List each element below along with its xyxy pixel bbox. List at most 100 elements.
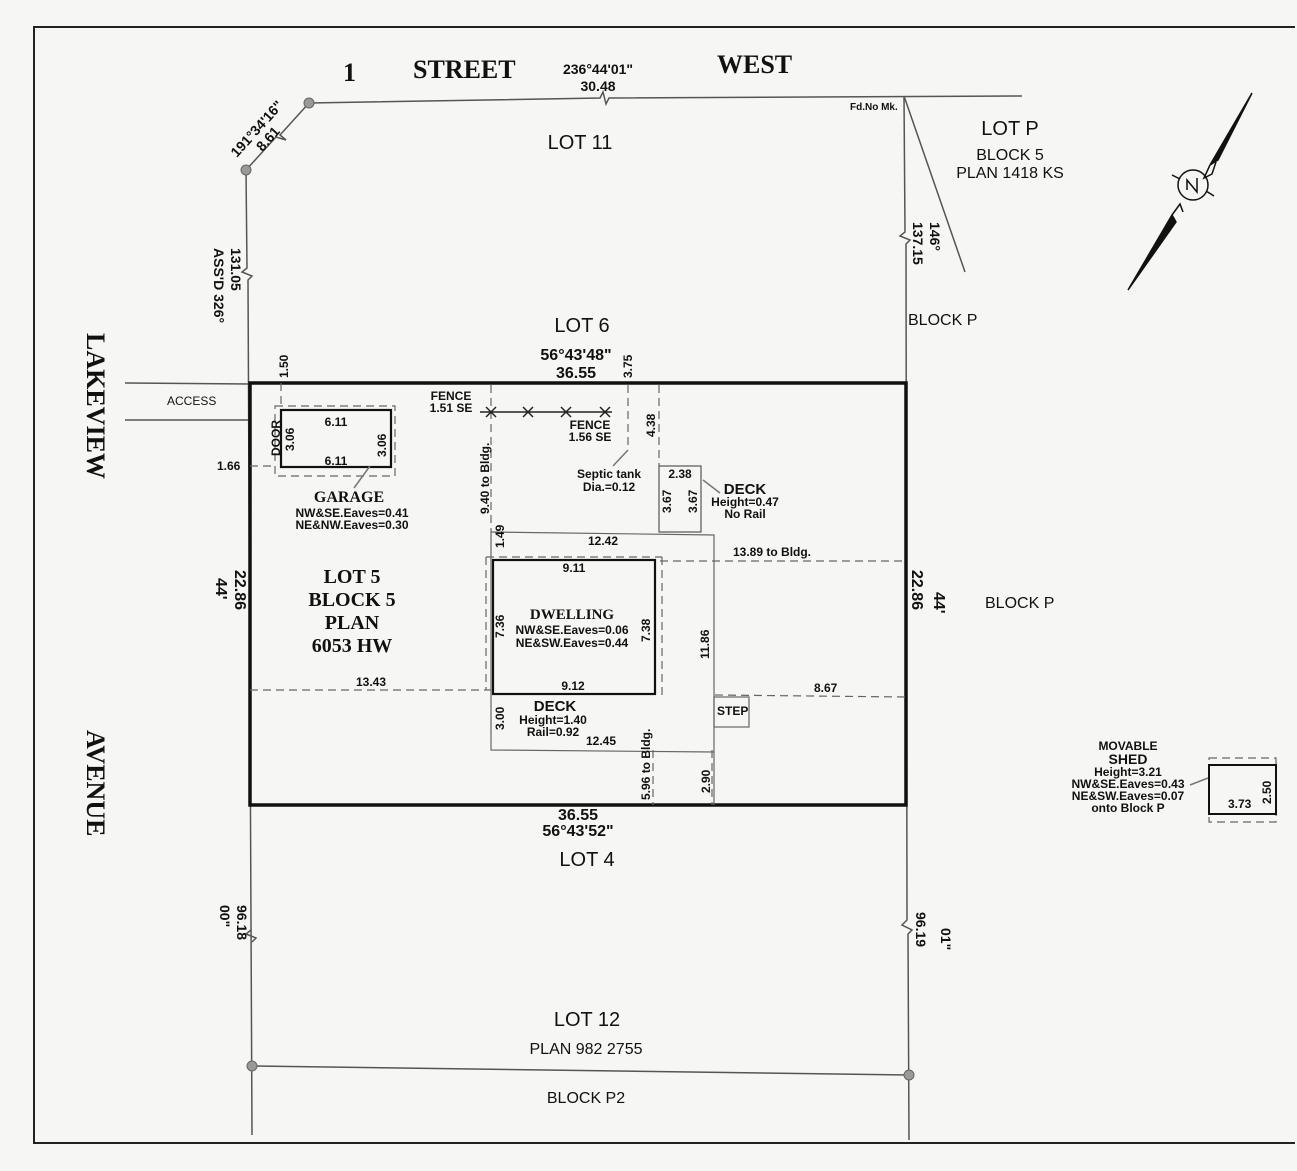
deck-main-width: 12.45 xyxy=(586,734,617,748)
lot-top-bearing: 56°43'48" xyxy=(540,347,612,364)
street-name: STREET xyxy=(413,55,516,84)
shed-height: Height=3.21 xyxy=(1094,765,1162,779)
deck-small-label: DECK xyxy=(723,481,767,498)
shed-eaves-1: NW&SE.Eaves=0.43 xyxy=(1071,777,1185,791)
lot-p-block: BLOCK 5 xyxy=(976,147,1044,164)
dwelling-setback-bottom-2: 2.90 xyxy=(699,769,713,793)
shed-line-1: MOVABLE xyxy=(1098,739,1158,753)
right-lower-note: 01" xyxy=(938,928,954,951)
fence-2-label: FENCE xyxy=(569,418,611,432)
septic-setback: 3.75 xyxy=(621,354,635,378)
dwelling-outer-top: 12.42 xyxy=(587,534,619,548)
dwelling-top-dim: 9.11 xyxy=(562,561,586,575)
lot-p-label: LOT P BLOCK 5 PLAN 1418 KS xyxy=(940,118,1080,184)
dwelling-eaves-2: NE&SW.Eaves=0.44 xyxy=(515,636,629,650)
garage-top-dim: 6.11 xyxy=(324,415,348,429)
shed-eaves-2: NE&SW.Eaves=0.07 xyxy=(1071,789,1185,803)
lot-p-title: LOT P xyxy=(981,118,1039,140)
dwelling-label: DWELLING xyxy=(529,607,615,623)
lot-right-feet: 44' xyxy=(930,592,947,614)
garage-setback-left: 1.66 xyxy=(217,459,241,473)
deck-small-height: Height=0.47 xyxy=(711,495,779,509)
found-marker-note: Fd.No Mk. xyxy=(850,102,898,113)
shed-depth: 2.50 xyxy=(1260,780,1274,804)
deck-small-setback: 4.38 xyxy=(644,413,658,437)
step-setback: 8.67 xyxy=(814,681,838,695)
lot-left-distance: 22.86 xyxy=(231,570,248,611)
lot-top-distance: 36.55 xyxy=(555,365,597,382)
right-upper-note: 146° xyxy=(927,222,943,251)
deck-main-height: Height=1.40 xyxy=(519,713,587,727)
street-distance: 30.48 xyxy=(580,78,616,94)
shed-label: MOVABLE SHED Height=3.21 NW&SE.Eaves=0.4… xyxy=(1062,740,1194,814)
north-arrow-icon xyxy=(1127,92,1253,291)
septic-diameter: Dia.=0.12 xyxy=(582,480,636,494)
lot-p-plan: PLAN 1418 KS xyxy=(956,165,1064,183)
avenue-name-upper: LAKEVIEW xyxy=(81,333,110,479)
dwelling-setback-left: 13.43 xyxy=(356,675,387,689)
dwelling-setback-right: 13.89 to Bldg. xyxy=(733,545,812,559)
garage-setback-top: 1.50 xyxy=(277,354,291,378)
avenue-name-lower: AVENUE xyxy=(81,730,110,837)
street-bearing: 236°44'01" xyxy=(562,61,634,77)
lot-left-feet: 44' xyxy=(212,578,229,600)
subject-lot-label: LOT 5 BLOCK 5 PLAN 6053 HW xyxy=(296,566,408,658)
access-label: ACCESS xyxy=(167,394,217,408)
deck-small-left: 3.67 xyxy=(660,489,674,513)
garage-door-label: DOOR xyxy=(269,420,283,456)
dwelling-setback-bottom: 5.96 to Bldg. xyxy=(639,728,653,800)
right-upper-distance: 137.15 xyxy=(910,222,926,265)
block-p2-label: BLOCK P2 xyxy=(546,1090,626,1107)
lot-right-distance: 22.86 xyxy=(908,570,925,611)
garage-bottom-dim: 6.11 xyxy=(324,454,348,468)
lot-bottom-bearing: 56°43'52" xyxy=(542,823,614,840)
shed-width: 3.73 xyxy=(1228,797,1252,811)
fence-1-label: FENCE xyxy=(430,389,472,403)
deck-small-right: 3.67 xyxy=(686,489,700,513)
dwelling-setback-top: 9.40 to Bldg. xyxy=(478,442,492,514)
block-p-right-label: BLOCK P xyxy=(985,595,1055,612)
garage-eaves-1: NW&SE.Eaves=0.41 xyxy=(295,506,409,520)
lot-bottom-distance: 36.55 xyxy=(557,807,599,824)
subject-lot-plan-number: 6053 HW xyxy=(311,635,393,657)
garage-left-dim: 3.06 xyxy=(283,427,297,451)
fence-1-offset: 1.51 SE xyxy=(429,401,473,415)
dwelling-right-dim: 7.38 xyxy=(639,618,653,642)
lot-11-label: LOT 11 xyxy=(547,132,613,154)
deck-main-depth: 3.00 xyxy=(493,706,507,730)
left-lower-note: 00" xyxy=(217,905,233,928)
deck-main-rail: Rail=0.92 xyxy=(526,725,580,739)
shed-line-2: SHED xyxy=(1108,751,1148,767)
lot-6-label: LOT 6 xyxy=(554,315,610,337)
lot-12-plan: PLAN 982 2755 xyxy=(529,1041,643,1058)
dwelling-outer-right: 11.86 xyxy=(698,629,712,659)
street-number: 1 xyxy=(343,58,356,87)
street-suffix: WEST xyxy=(717,50,793,79)
left-upper-distance: 131.05 xyxy=(228,248,244,291)
garage-right-dim: 3.06 xyxy=(375,433,389,457)
garage-label: GARAGE xyxy=(313,489,385,506)
deck-main-label: DECK xyxy=(533,698,577,715)
deck-small-rail: No Rail xyxy=(724,507,766,521)
left-upper-note: ASS'D 326° xyxy=(211,248,227,324)
dwelling-left-dim: 7.36 xyxy=(493,614,507,638)
step-label: STEP xyxy=(717,704,749,718)
sheet-border xyxy=(33,26,1295,1144)
garage-eaves-2: NE&NW.Eaves=0.30 xyxy=(295,518,409,532)
lot-4-label: LOT 4 xyxy=(559,849,615,871)
subject-lot-plan: PLAN xyxy=(324,612,380,634)
fence-2-offset: 1.56 SE xyxy=(568,430,612,444)
dwelling-outer-top-left: 1.49 xyxy=(493,524,507,548)
subject-lot-block: BLOCK 5 xyxy=(308,589,396,611)
dwelling-bottom-dim: 9.12 xyxy=(561,679,585,693)
shed-note: onto Block P xyxy=(1091,801,1165,815)
deck-small-width: 2.38 xyxy=(668,467,692,481)
septic-label: Septic tank xyxy=(576,467,642,481)
subject-lot-number: LOT 5 xyxy=(323,566,381,588)
right-lower-distance: 96.19 xyxy=(913,912,929,948)
dwelling-eaves-1: NW&SE.Eaves=0.06 xyxy=(515,623,629,637)
block-p-top-label: BLOCK P xyxy=(908,312,978,329)
lot-12-label: LOT 12 xyxy=(553,1009,621,1031)
